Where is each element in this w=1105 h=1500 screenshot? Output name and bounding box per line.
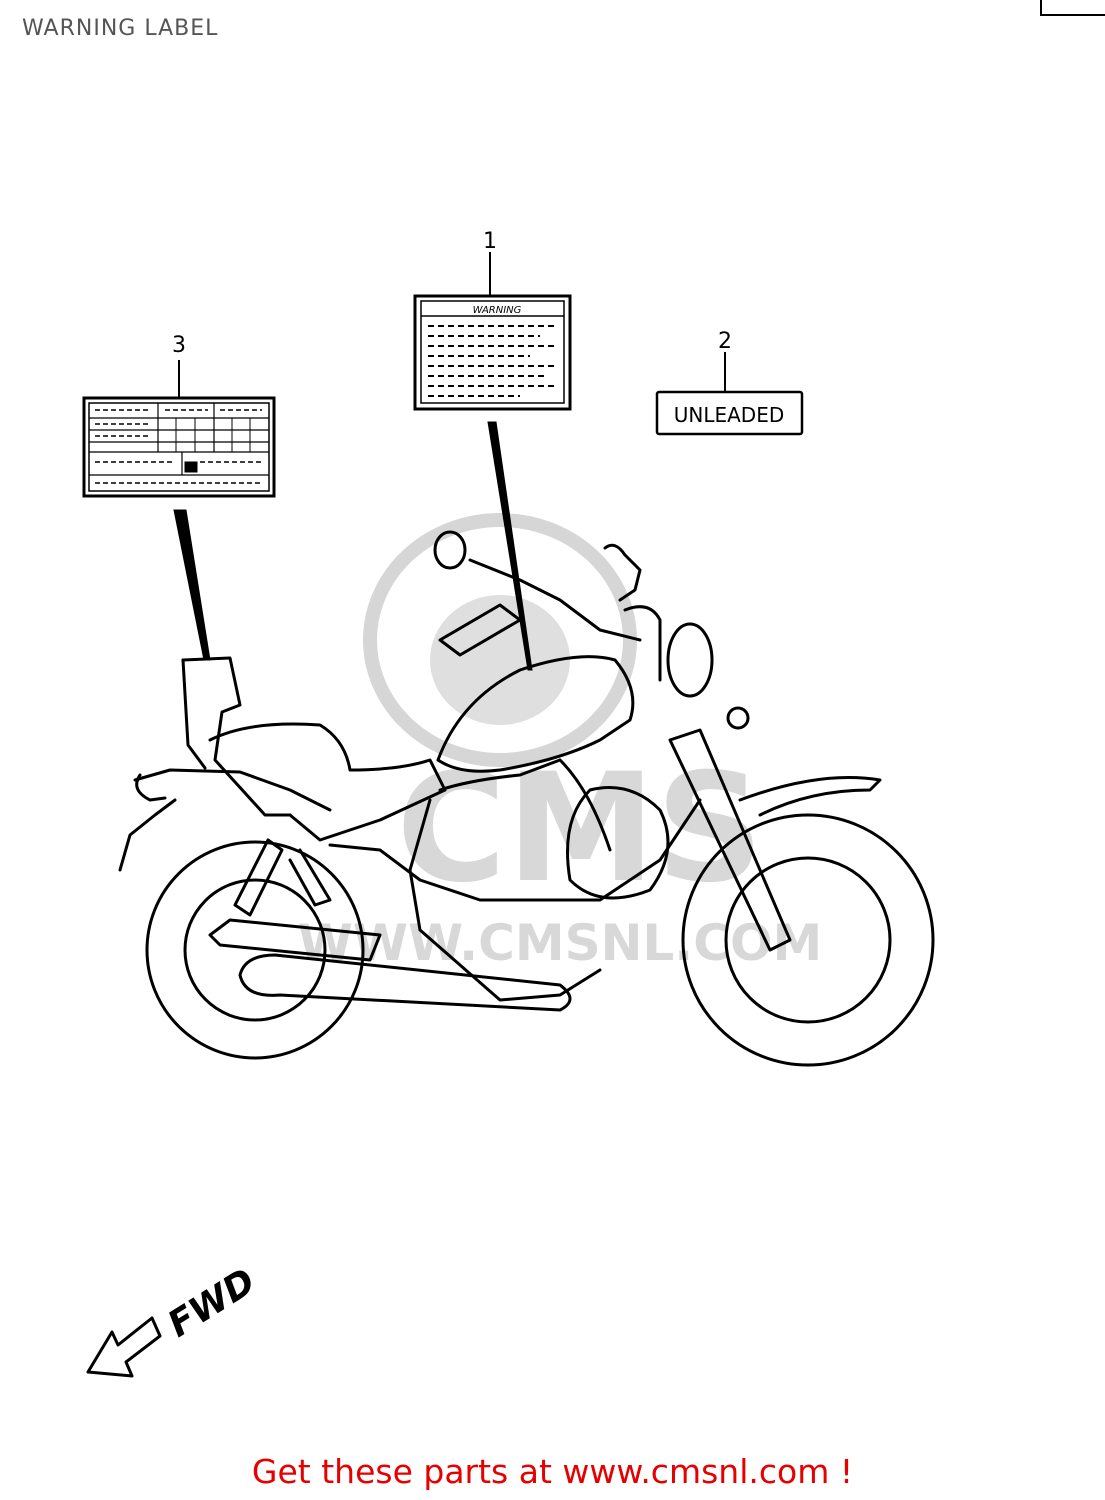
engine-cover [566, 786, 670, 900]
callout-3: 3 [172, 333, 186, 358]
watermark-logo-face [430, 595, 570, 725]
info-label-part-3 [82, 396, 276, 498]
sissy-bar [181, 656, 292, 817]
callout-2: 2 [718, 329, 732, 354]
leader-3 [173, 509, 211, 661]
front-fork [668, 728, 792, 952]
seat [208, 722, 447, 842]
watermark-logo-ring [363, 513, 637, 767]
warning-label-heading: WARNING [473, 305, 522, 316]
unleaded-label-part-2: UNLEADED [655, 390, 804, 436]
callout-1: 1 [483, 229, 497, 254]
fuel-tank [436, 655, 635, 773]
handlebar [468, 558, 642, 642]
footer-link[interactable]: Get these parts at www.cmsnl.com ! [251, 1452, 854, 1491]
forward-direction-text: FWD [161, 1261, 263, 1346]
rear-rim [183, 878, 327, 1022]
forward-direction-indicator: FWD [86, 1261, 263, 1378]
warning-label-text-lines [428, 325, 556, 397]
warning-label-part-1: WARNING [413, 294, 572, 411]
headlight [666, 622, 714, 698]
front-rim [724, 856, 892, 1024]
turn-signal [726, 706, 750, 730]
leader-1 [487, 421, 533, 671]
watermark-url: WWW.CMSNL.COM [298, 914, 823, 972]
rear-shock [233, 838, 284, 917]
corner-mark [1040, 0, 1105, 16]
front-wheel [681, 813, 935, 1067]
rear-fender [133, 768, 332, 812]
swingarm [208, 918, 382, 962]
watermark: CMS WWW.CMSNL.COM [298, 513, 823, 972]
motorcycle-drawing [118, 530, 935, 1067]
leader-lines [173, 252, 726, 671]
mirror [433, 530, 467, 570]
exhaust [238, 953, 572, 1012]
page-title: WARNING LABEL [22, 16, 219, 41]
forward-arrow-icon [86, 1316, 162, 1378]
rear-wheel [145, 840, 365, 1060]
unleaded-label-text: UNLEADED [674, 403, 785, 427]
frame [328, 798, 702, 902]
front-fender [738, 776, 882, 817]
